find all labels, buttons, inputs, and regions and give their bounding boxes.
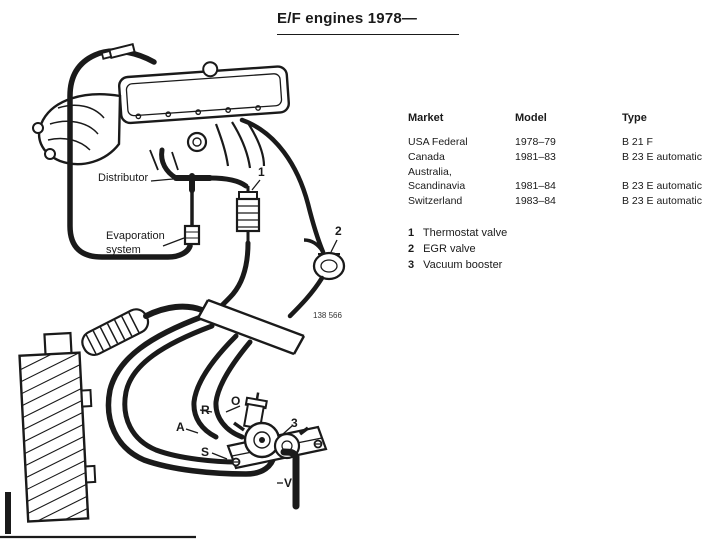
- intake-duct: [196, 298, 306, 356]
- table-cell-model: 1981–83: [515, 151, 556, 163]
- table-cell-type: B 23 E automatic: [622, 195, 702, 207]
- leader-lines: [150, 177, 338, 484]
- table-cell-type: B 23 E automatic: [622, 180, 702, 192]
- table-cell-market: Canada: [408, 151, 445, 163]
- legend-number: 2: [408, 243, 415, 255]
- table-header-market: Market: [408, 112, 444, 124]
- hose-fitting: [100, 43, 136, 60]
- legend-label: Thermostat valve: [422, 227, 508, 239]
- table-cell-type: B 21 F: [622, 136, 653, 148]
- evaporation-label-line1: Evaporation: [106, 230, 165, 242]
- thermostat-valve: [235, 186, 261, 243]
- part-number: 138 566: [313, 311, 342, 320]
- legend-number: 3: [408, 259, 415, 271]
- legend-item: 3 Vacuum booster: [408, 259, 502, 271]
- port-letter-a: A: [176, 420, 185, 434]
- vacuum-booster: [226, 392, 328, 470]
- legend-label: EGR valve: [423, 243, 476, 255]
- callout-2: 2: [335, 224, 342, 238]
- egr-valve: [287, 238, 346, 319]
- port-letter-r: R: [201, 403, 210, 417]
- evaporation-label-line2: system: [106, 244, 141, 256]
- evaporation-valve: [183, 224, 201, 246]
- port-letter-s: S: [201, 445, 210, 459]
- loop-hose-outer: [105, 313, 277, 477]
- table-cell-type: B 23 E automatic: [622, 151, 702, 163]
- table-cell-model: 1983–84: [515, 195, 556, 207]
- table-cell-market: Switzerland: [408, 195, 463, 207]
- distributor-label: Distributor: [98, 172, 149, 184]
- legend-item: 1 Thermostat valve: [408, 227, 507, 239]
- engine-outline: [117, 61, 290, 125]
- intake-elbow: [143, 303, 205, 319]
- callout-1: 1: [258, 165, 265, 179]
- air-cleaner: [18, 331, 97, 523]
- legend-label: Vacuum booster: [423, 259, 503, 271]
- booster-hose-o: [213, 339, 253, 440]
- booster-v-hose: [280, 448, 300, 510]
- legend-number: 1: [408, 227, 415, 239]
- distributor-tee: [159, 147, 249, 246]
- callout-3: 3: [291, 416, 298, 430]
- intake-manifold: [32, 93, 266, 171]
- egr-supply-hose: [239, 117, 326, 255]
- legend-item: 2 EGR valve: [408, 243, 476, 255]
- table-cell-market: Scandinavia: [408, 180, 466, 192]
- table-header-model: Model: [515, 112, 547, 124]
- table-cell-market: Australia,: [408, 166, 452, 178]
- port-letter-o: O: [231, 394, 241, 408]
- table-header-type: Type: [622, 112, 647, 124]
- table-cell-model: 1978–79: [515, 136, 556, 148]
- booster-hose-r: [191, 333, 239, 440]
- table-cell-model: 1981–84: [515, 180, 556, 192]
- page-title: E/F engines 1978—: [277, 10, 459, 35]
- table-cell-market: USA Federal: [408, 136, 468, 148]
- port-letter-v: V: [284, 476, 293, 490]
- page-edge-marks: [0, 492, 196, 539]
